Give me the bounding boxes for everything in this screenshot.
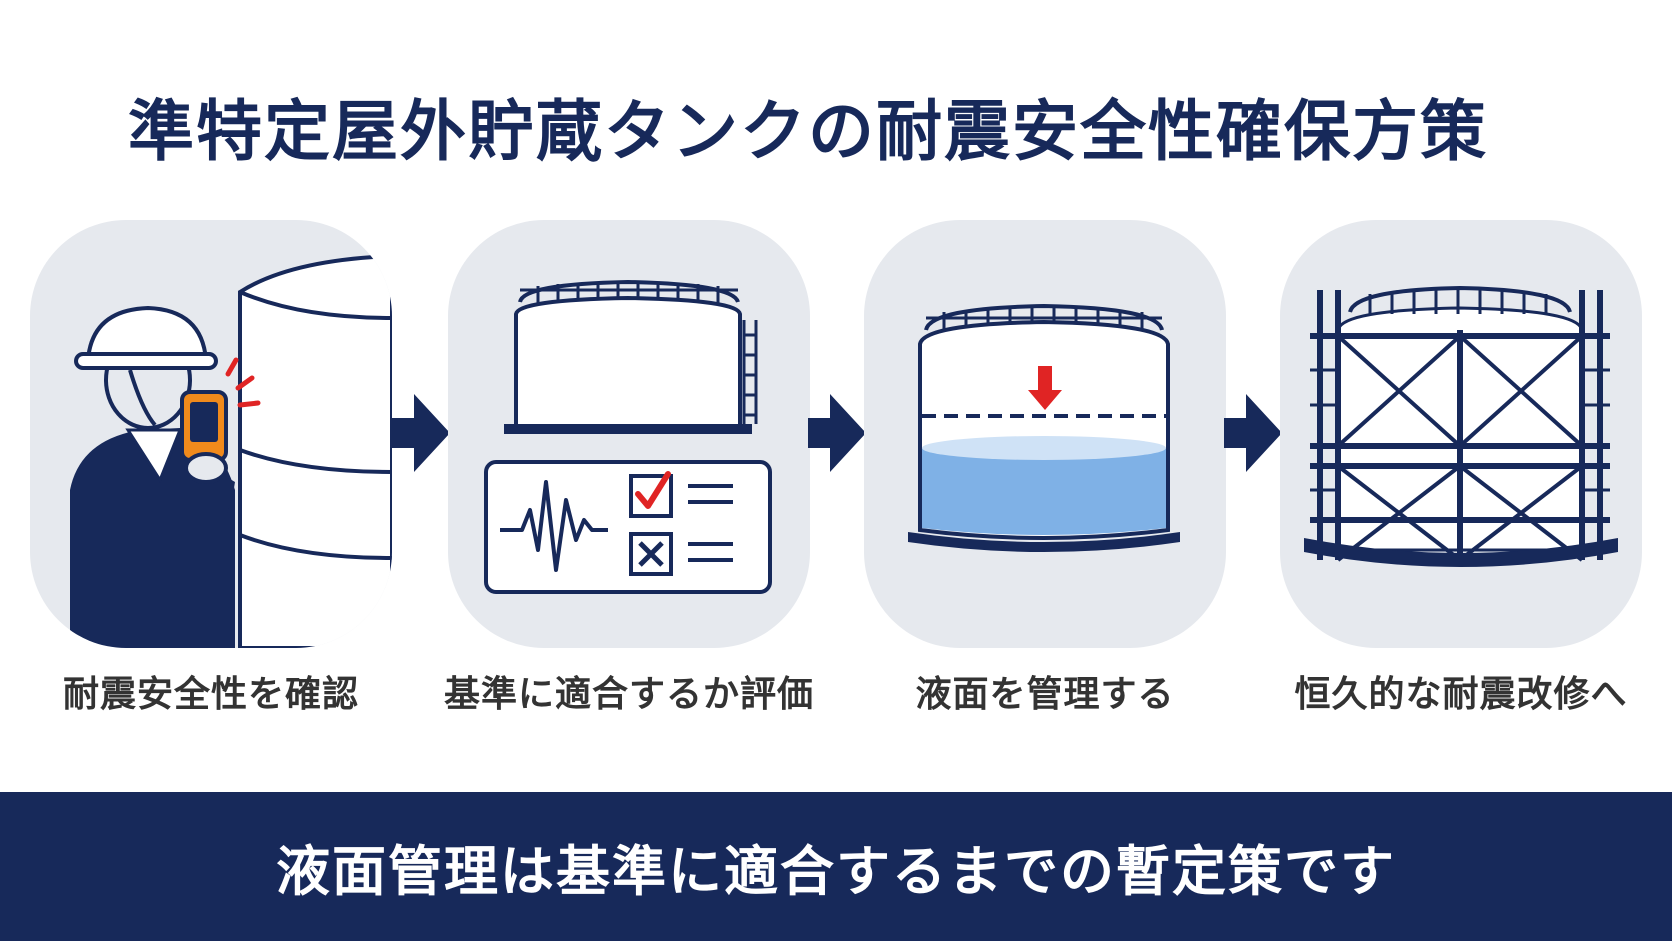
tank-scaffold-retrofit-icon	[1304, 285, 1618, 567]
step-label-3: 液面を管理する	[915, 674, 1175, 715]
flow-arrow-icon	[392, 394, 450, 472]
footer-text: 液面管理は基準に適合するまでの暫定策です	[276, 840, 1396, 903]
step-panel-1	[30, 220, 392, 648]
flow-arrow-icon	[1224, 394, 1282, 472]
page-title: 準特定屋外貯蔵タンクの耐震安全性確保方策	[128, 93, 1488, 170]
tank-evaluation-checklist-icon	[484, 279, 772, 594]
step-panel-2	[448, 220, 810, 648]
worker-inspecting-tank-icon	[70, 253, 392, 648]
step-label-1: 耐震安全性を確認	[62, 674, 359, 715]
flow-arrow-icon	[808, 394, 866, 472]
footer-banner: 液面管理は基準に適合するまでの暫定策です	[0, 792, 1672, 941]
step-panel-4	[1280, 220, 1642, 648]
step-label-2: 基準に適合するか評価	[443, 674, 814, 715]
step-label-4: 恒久的な耐震改修へ	[1294, 674, 1628, 715]
tank-liquid-level-icon	[908, 303, 1180, 552]
step-panel-3	[864, 220, 1226, 648]
